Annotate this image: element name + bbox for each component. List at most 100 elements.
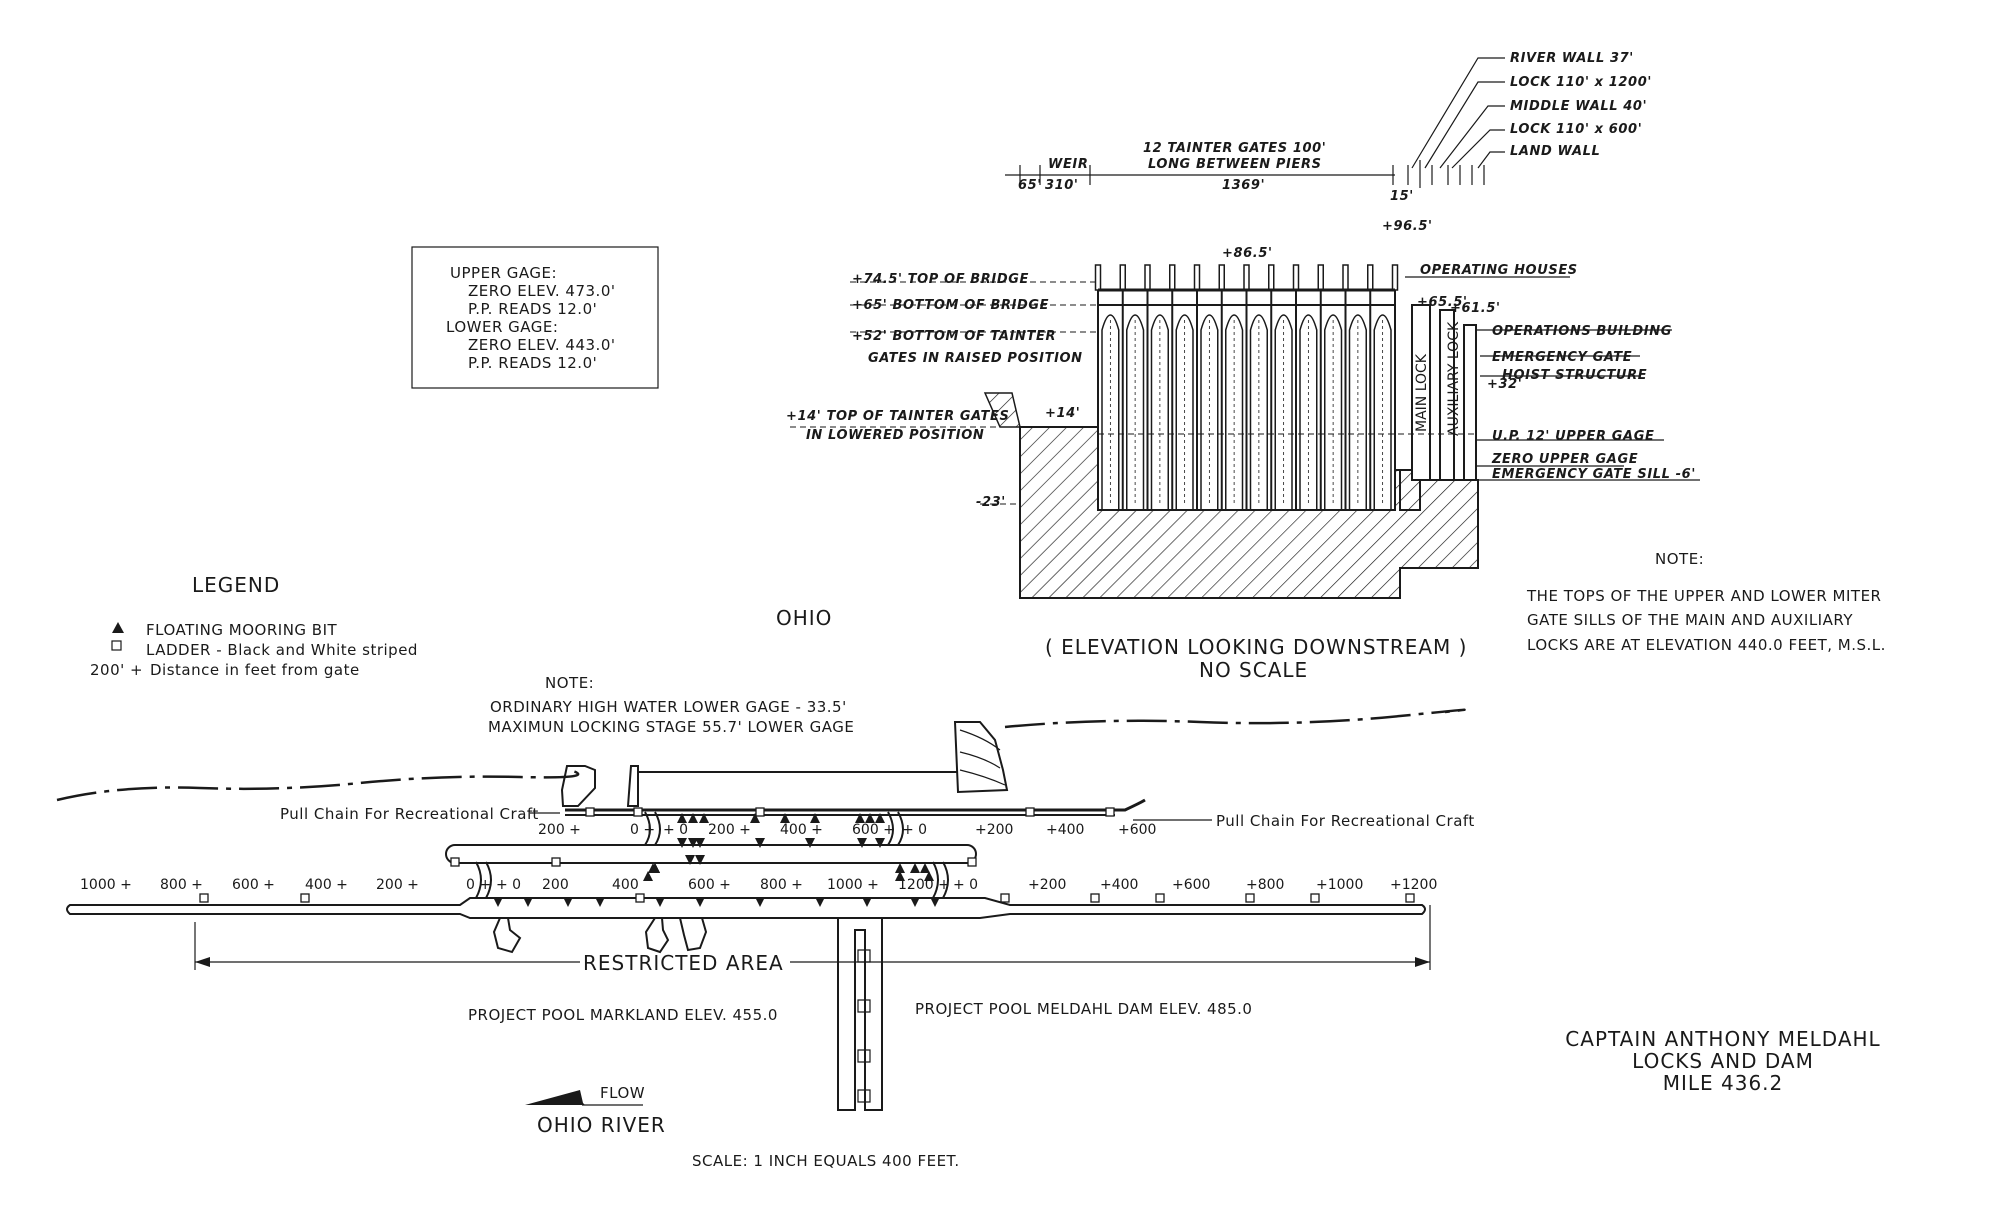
raised-position-label: GATES IN RAISED POSITION bbox=[868, 351, 1083, 366]
bottom-of-bridge-label: +65' BOTTOM OF BRIDGE bbox=[852, 298, 1049, 313]
mooring-bit-icon bbox=[924, 871, 934, 881]
mooring-bit-icon bbox=[810, 813, 820, 823]
ladder-icon bbox=[585, 807, 595, 817]
tainter-gate bbox=[1150, 314, 1169, 510]
pull-chain-left-label: Pull Chain For Recreational Craft bbox=[280, 805, 539, 823]
dist-label: +400 bbox=[1046, 822, 1084, 838]
mooring-bit-icon bbox=[695, 838, 705, 848]
flow-label: FLOW bbox=[600, 1084, 645, 1102]
dist-label: 0 + bbox=[466, 877, 491, 893]
mooring-bit-icon bbox=[875, 838, 885, 848]
dim-gates-line2: LONG BETWEEN PIERS bbox=[1148, 157, 1322, 172]
state-label: OHIO bbox=[776, 606, 832, 630]
tainter-gate bbox=[1175, 314, 1194, 510]
tainter-gate bbox=[1373, 314, 1392, 510]
cell-1 bbox=[492, 917, 522, 954]
mooring-bit-icon bbox=[895, 871, 905, 881]
mooring-bit-icon bbox=[695, 855, 705, 865]
title-line3: MILE 436.2 bbox=[1663, 1071, 1784, 1095]
mooring-bit-icon bbox=[780, 813, 790, 823]
dam-piers bbox=[1094, 264, 1399, 510]
legend-title: LEGEND bbox=[192, 573, 280, 597]
dim-310: 310' bbox=[1045, 178, 1079, 193]
ladder-icon bbox=[1155, 893, 1165, 903]
dist-label: +800 bbox=[1246, 877, 1284, 893]
middle-wall-plan bbox=[445, 844, 977, 864]
upper-gage-pp-label: U.P. 12' UPPER GAGE bbox=[1492, 429, 1654, 444]
dist-label: 400 + bbox=[305, 877, 348, 893]
dim-65: 65' bbox=[1018, 178, 1042, 193]
pier-post bbox=[1094, 264, 1102, 291]
mooring-bit-icon bbox=[595, 897, 605, 907]
lock-wall-upper-left bbox=[560, 765, 596, 807]
miter-sill-note: NOTE: THE TOPS OF THE UPPER AND LOWER MI… bbox=[1526, 550, 1885, 654]
mooring-bit-icon bbox=[862, 897, 872, 907]
ladder-icon bbox=[1000, 893, 1010, 903]
ladder-icon bbox=[1105, 807, 1115, 817]
pier-post bbox=[1169, 264, 1176, 291]
aux-lock-label: AUXILIARY LOCK bbox=[1446, 321, 1462, 436]
note-title: NOTE: bbox=[545, 674, 594, 692]
dist-label: 1200 + bbox=[898, 877, 950, 893]
dist-label: 400 bbox=[612, 877, 639, 893]
plan-view: RESTRICTED AREA Pull Chain For Recreatio… bbox=[56, 708, 1474, 1170]
ladders bbox=[199, 807, 1415, 903]
note-right-line2: GATE SILLS OF THE MAIN AND AUXILIARY bbox=[1527, 611, 1853, 629]
mooring-bit-icon bbox=[755, 838, 765, 848]
dist-label: 800 + bbox=[160, 877, 203, 893]
note-right-line1: THE TOPS OF THE UPPER AND LOWER MITER bbox=[1526, 587, 1881, 605]
dist-label: 200 + bbox=[708, 822, 751, 838]
ladder-icon bbox=[1025, 807, 1035, 817]
pier-post bbox=[1193, 264, 1201, 291]
note-right-title: NOTE: bbox=[1655, 550, 1704, 568]
mooring-bit-icon bbox=[815, 897, 825, 907]
shoreline-right bbox=[1004, 708, 1466, 729]
mooring-bit-icon bbox=[688, 838, 698, 848]
emergency-gate-label: EMERGENCY GATE bbox=[1492, 350, 1632, 365]
restricted-area-label: RESTRICTED AREA bbox=[583, 951, 784, 975]
ladder-icon bbox=[111, 640, 122, 651]
mooring-bit-icon bbox=[895, 863, 905, 873]
mooring-bit-icon bbox=[688, 813, 698, 823]
tainter-gate bbox=[1299, 314, 1318, 510]
flow-arrow-icon bbox=[525, 1090, 585, 1105]
pier-post bbox=[1243, 264, 1250, 291]
dist-label: 1000 + bbox=[80, 877, 132, 893]
mooring-bit-icon bbox=[685, 855, 695, 865]
mooring-bit-icon bbox=[699, 813, 709, 823]
upper-gage-zero: ZERO ELEV. 473.0' bbox=[468, 282, 616, 300]
operating-houses-label: OPERATING HOUSES bbox=[1420, 263, 1578, 278]
tainter-gate bbox=[1274, 314, 1293, 510]
zero-upper-gage-label: ZERO UPPER GAGE bbox=[1491, 452, 1638, 467]
dim-gates-line1: 12 TAINTER GATES 100' bbox=[1143, 141, 1326, 156]
dist-label: + 0 bbox=[663, 822, 688, 838]
mooring-bit-icon bbox=[910, 863, 920, 873]
dist-label: 0 + bbox=[630, 822, 655, 838]
lock-dimension-labels: RIVER WALL 37' LOCK 110' x 1200' MIDDLE … bbox=[1510, 51, 1651, 159]
mooring-bit-icon bbox=[855, 813, 865, 823]
middle-wall-label: MIDDLE WALL 40' bbox=[1510, 99, 1647, 114]
pier-post bbox=[1144, 264, 1151, 291]
mooring-bit-icon bbox=[523, 897, 533, 907]
dist-label: 600 + bbox=[232, 877, 275, 893]
gage-info-box: UPPER GAGE: ZERO ELEV. 473.0' P.P. READS… bbox=[411, 246, 659, 389]
right-elevation-labels: OPERATING HOUSES OPERATIONS BUILDING EME… bbox=[1420, 263, 1695, 482]
dim-weir: WEIR bbox=[1048, 157, 1088, 172]
mooring-bit-icon bbox=[930, 897, 940, 907]
title-line1: CAPTAIN ANTHONY MELDAHL bbox=[1565, 1027, 1880, 1051]
elevation-view: 65' WEIR 310' 12 TAINTER GATES 100' LONG… bbox=[786, 51, 1700, 682]
land-wall-plan bbox=[66, 897, 1426, 919]
legend-distance-label: Distance in feet from gate bbox=[150, 661, 360, 679]
ladder-icon bbox=[967, 857, 977, 867]
lower-gage-zero: ZERO ELEV. 443.0' bbox=[468, 336, 616, 354]
dist-label: 600 + bbox=[852, 822, 895, 838]
dist-label: 1000 + bbox=[827, 877, 879, 893]
mooring-bits bbox=[493, 813, 940, 907]
elev-86-5-label: +86.5' bbox=[1222, 246, 1273, 261]
elev-minus-23-label: -23' bbox=[976, 495, 1006, 510]
water-stage-note: NOTE: ORDINARY HIGH WATER LOWER GAGE - 3… bbox=[488, 674, 854, 736]
elevation-no-scale: NO SCALE bbox=[1199, 658, 1308, 682]
elev-61-5-label: +61.5' bbox=[1450, 301, 1501, 316]
elev-14-label: +14' bbox=[1045, 406, 1080, 421]
note-high-water: ORDINARY HIGH WATER LOWER GAGE - 33.5' bbox=[490, 698, 847, 716]
